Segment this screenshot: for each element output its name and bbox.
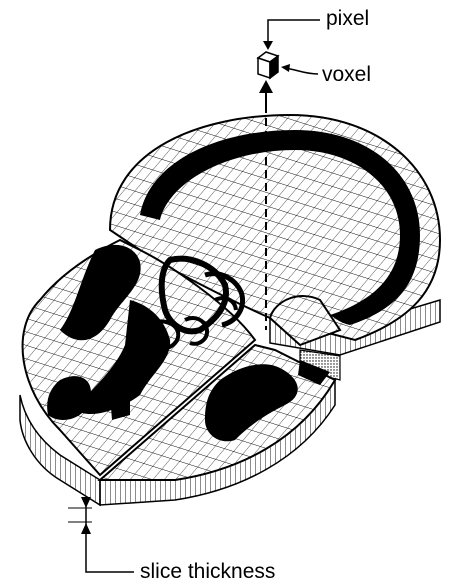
slice-thickness-marker — [68, 497, 134, 572]
voxel-leader — [281, 64, 318, 74]
voxel-label: voxel — [322, 64, 371, 85]
slice-thickness-label: slice thickness — [140, 561, 275, 582]
pixel-leader — [263, 20, 320, 50]
voxel-cube — [258, 52, 278, 78]
pixel-label: pixel — [326, 8, 369, 29]
arrow-head-up — [259, 80, 273, 93]
